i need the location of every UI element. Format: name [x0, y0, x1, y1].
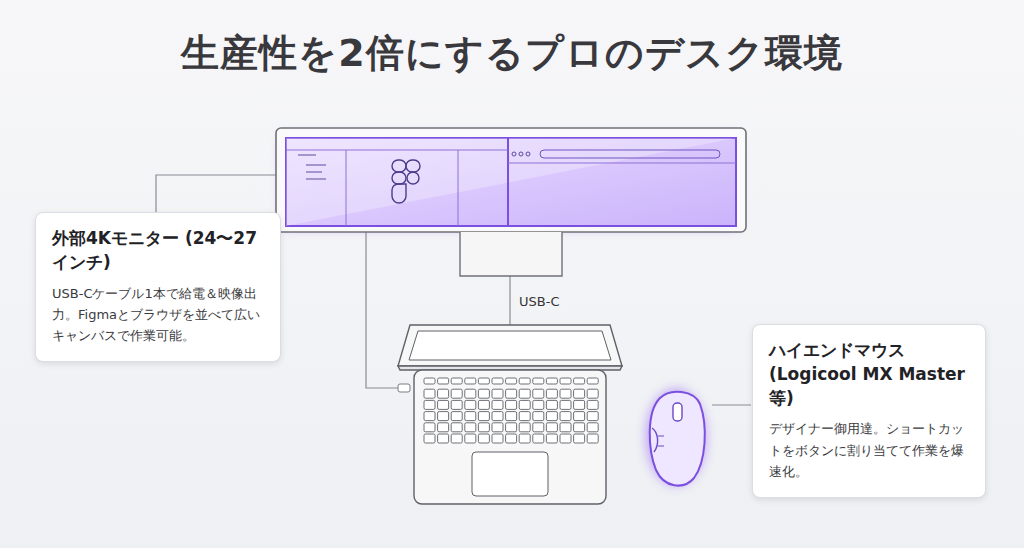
key	[546, 378, 557, 384]
key	[492, 434, 503, 443]
hdmi-cable	[366, 232, 400, 388]
key	[506, 434, 517, 443]
callout-body: デザイナー御用達。ショートカットをボタンに割り当てて作業を爆速化。	[769, 418, 971, 482]
callout-heading: 外部4Kモニター (24〜27インチ)	[52, 227, 266, 275]
key	[533, 389, 544, 398]
key	[587, 434, 598, 443]
key	[438, 412, 449, 421]
key	[533, 412, 544, 421]
key	[465, 434, 476, 443]
key	[574, 400, 585, 409]
key	[451, 412, 462, 421]
key	[560, 378, 571, 384]
callout-heading: ハイエンドマウス (Logicool MX Master等)	[769, 339, 971, 410]
key	[519, 423, 530, 432]
key	[560, 389, 571, 398]
key	[492, 423, 503, 432]
key	[424, 389, 435, 398]
usb-c-cable	[509, 276, 510, 325]
key	[465, 389, 476, 398]
key	[546, 400, 557, 409]
leader-line	[156, 175, 290, 212]
key	[533, 423, 544, 432]
key	[519, 389, 530, 398]
key	[506, 378, 517, 384]
key	[574, 412, 585, 421]
key	[465, 400, 476, 409]
key	[451, 389, 462, 398]
key	[492, 389, 503, 398]
key	[451, 400, 462, 409]
key	[492, 378, 503, 384]
key	[506, 389, 517, 398]
key	[519, 412, 530, 421]
key	[533, 378, 544, 384]
callout-box: ハイエンドマウス (Logicool MX Master等) デザイナー御用達。シ…	[752, 324, 986, 498]
key	[478, 400, 489, 409]
key	[438, 423, 449, 432]
key	[492, 400, 503, 409]
key	[465, 378, 476, 384]
laptop	[398, 325, 622, 504]
monitor-stand	[460, 232, 562, 276]
mouse	[646, 389, 706, 486]
key	[546, 412, 557, 421]
title: 生産性を2倍にするプロのデスク環境	[0, 28, 1024, 79]
key	[560, 412, 571, 421]
monitor	[276, 128, 746, 276]
key	[478, 412, 489, 421]
key	[451, 423, 462, 432]
key	[506, 423, 517, 432]
key	[506, 412, 517, 421]
key	[506, 400, 517, 409]
key	[560, 423, 571, 432]
key	[574, 434, 585, 443]
key	[574, 378, 585, 384]
key	[546, 434, 557, 443]
key	[465, 423, 476, 432]
key	[519, 434, 530, 443]
key	[451, 378, 462, 384]
key	[438, 378, 449, 384]
key	[424, 400, 435, 409]
key	[574, 423, 585, 432]
key	[478, 423, 489, 432]
key	[574, 389, 585, 398]
callout-box: 外部4Kモニター (24〜27インチ) USB-Cケーブル1本で給電＆映像出力。F…	[35, 212, 281, 362]
callout-body: USB-Cケーブル1本で給電＆映像出力。Figmaとブラウザを並べて広いキャンバ…	[52, 283, 266, 347]
key	[451, 434, 462, 443]
key	[438, 389, 449, 398]
key	[560, 434, 571, 443]
key	[560, 400, 571, 409]
connector	[398, 384, 410, 392]
key	[438, 400, 449, 409]
leader-line	[712, 404, 751, 405]
key	[587, 389, 598, 398]
key	[424, 423, 435, 432]
key	[587, 412, 598, 421]
key	[478, 389, 489, 398]
key	[478, 434, 489, 443]
cable-label: USB-C	[516, 293, 562, 310]
key	[519, 400, 530, 409]
key	[424, 434, 435, 443]
key	[587, 400, 598, 409]
key	[465, 412, 476, 421]
key	[587, 378, 598, 384]
key	[519, 378, 530, 384]
figma-logo	[392, 160, 420, 203]
key	[424, 378, 435, 384]
key	[424, 412, 435, 421]
key	[492, 412, 503, 421]
key	[546, 389, 557, 398]
key	[533, 434, 544, 443]
key	[533, 400, 544, 409]
key	[546, 423, 557, 432]
key	[478, 378, 489, 384]
key	[587, 423, 598, 432]
key	[438, 434, 449, 443]
